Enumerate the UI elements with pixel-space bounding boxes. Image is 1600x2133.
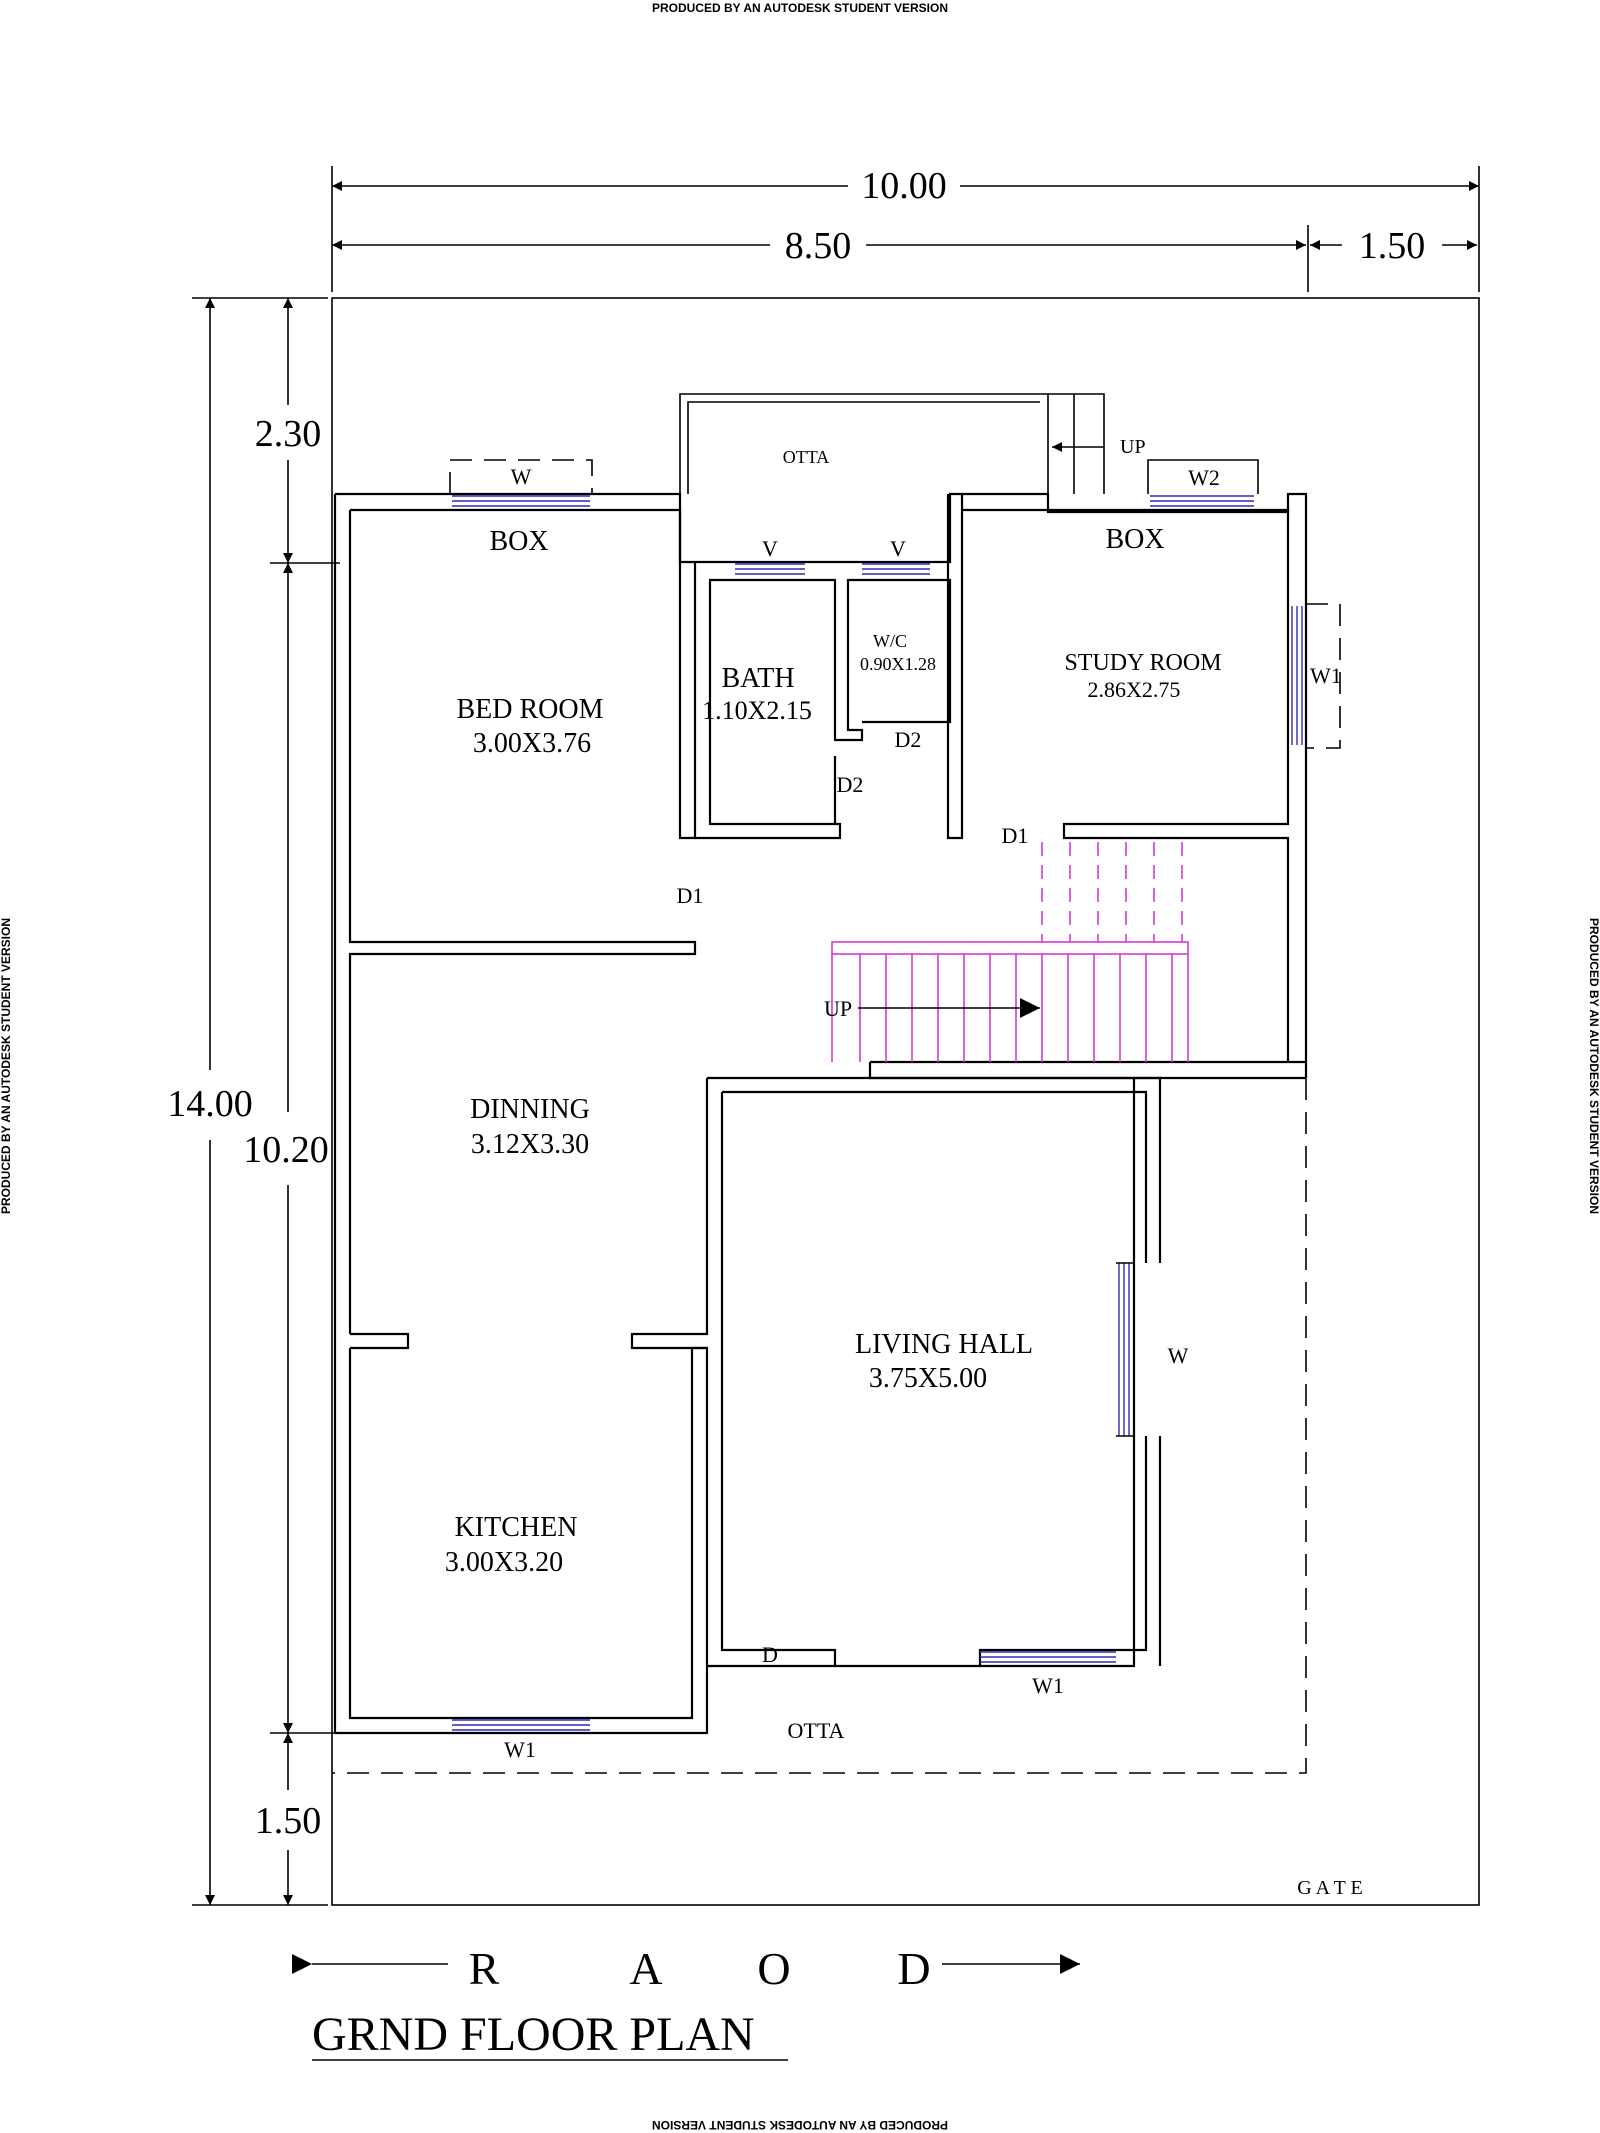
- vent-wc: [862, 563, 930, 575]
- plot-boundary: [331, 297, 1480, 1906]
- setback-line: [332, 1078, 1307, 1774]
- box-right-label: BOX: [1105, 524, 1164, 555]
- bedroom-size: 3.00X3.76: [473, 728, 591, 759]
- watermark-bottom: PRODUCED BY AN AUTODESK STUDENT VERSION: [652, 2118, 948, 2132]
- up-top-label: UP: [1120, 436, 1146, 458]
- d2-wc-label: D2: [895, 727, 922, 752]
- v-bath-label: V: [762, 536, 778, 561]
- d2-bath-label: D2: [837, 772, 864, 797]
- gate-label: G A T E: [1297, 1877, 1362, 1899]
- w2-study-label: W2: [1188, 465, 1220, 490]
- box-left-label: BOX: [489, 526, 548, 557]
- dim-overall-width: 10.00: [861, 165, 947, 207]
- otta-bottom-label: OTTA: [788, 1718, 845, 1743]
- w1-study-label: W1: [1310, 663, 1342, 688]
- window-bedroom: [449, 459, 593, 507]
- otta-top-label: OTTA: [783, 447, 830, 467]
- dim-overall-depth: 14.00: [167, 1083, 253, 1125]
- wc-size: 0.90X1.28: [860, 654, 936, 674]
- window-study-w1: [1291, 603, 1341, 749]
- dim-rear-setback: 1.50: [255, 1800, 322, 1842]
- road-letter-a: A: [629, 1943, 662, 1994]
- road-letter-o: O: [757, 1943, 790, 1994]
- w1-living-label: W1: [1032, 1673, 1064, 1698]
- watermark-left: PRODUCED BY AN AUTODESK STUDENT VERSION: [0, 918, 13, 1214]
- otta-top-outline: [679, 393, 1105, 494]
- w-bedroom-label: W: [511, 464, 532, 489]
- wc-name: W/C: [873, 631, 907, 651]
- study-size: 2.86X2.75: [1088, 677, 1181, 702]
- walls: [333, 492, 1308, 1735]
- watermark-top: PRODUCED BY AN AUTODESK STUDENT VERSION: [652, 1, 948, 15]
- living-size: 3.75X5.00: [869, 1363, 987, 1394]
- road-letter-d: D: [897, 1943, 930, 1994]
- d1-bedroom-label: D1: [677, 883, 704, 908]
- vent-bath: [735, 563, 805, 575]
- window-kitchen-w1: [452, 1719, 590, 1731]
- bath-size: 1.10X2.15: [702, 696, 812, 725]
- staircase: [831, 842, 1189, 1062]
- road-letter-r: R: [469, 1943, 500, 1994]
- plan-title: GRND FLOOR PLAN: [312, 2008, 755, 2061]
- study-name: STUDY ROOM: [1064, 650, 1221, 676]
- dim-main-width: 8.50: [785, 225, 852, 267]
- dinning-size: 3.12X3.30: [471, 1129, 589, 1160]
- v-wc-label: V: [890, 536, 906, 561]
- w1-kitchen-label: W1: [504, 1737, 536, 1762]
- d1-study-label: D1: [1002, 823, 1029, 848]
- dimension-left: [192, 297, 340, 1906]
- living-name: LIVING HALL: [855, 1329, 1033, 1360]
- kitchen-name: KITCHEN: [455, 1512, 578, 1543]
- d-living-label: D: [762, 1642, 778, 1667]
- kitchen-size: 3.00X3.20: [445, 1547, 563, 1578]
- dimension-top: [331, 166, 1480, 292]
- dim-building-depth: 10.20: [243, 1129, 329, 1171]
- window-living-w1: [980, 1651, 1116, 1663]
- dim-side-width: 1.50: [1359, 225, 1426, 267]
- up-stair-label: UP: [824, 996, 852, 1021]
- watermark-right: PRODUCED BY AN AUTODESK STUDENT VERSION: [1587, 918, 1600, 1214]
- window-study-w2: [1147, 459, 1259, 507]
- dim-front-setback: 2.30: [255, 413, 322, 455]
- bath-name: BATH: [721, 663, 794, 694]
- dinning-name: DINNING: [470, 1094, 590, 1125]
- w-living-label: W: [1168, 1343, 1189, 1368]
- bedroom-name: BED ROOM: [456, 694, 603, 725]
- window-living-w: [1116, 1262, 1134, 1437]
